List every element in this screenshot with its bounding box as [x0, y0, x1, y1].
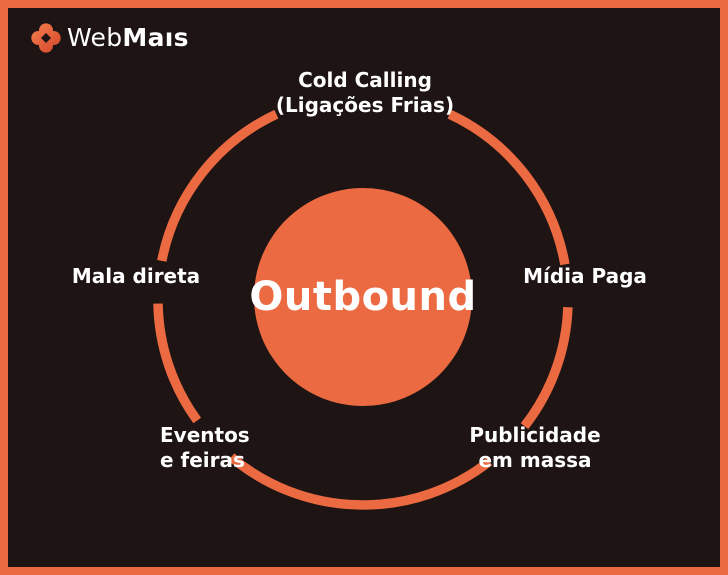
webmais-quatrefoil-icon-svg — [31, 23, 61, 53]
node-label-line: Publicidade — [469, 423, 601, 447]
node-label-line: Mídia Paga — [523, 264, 647, 288]
webmais-logo-text: WebMaıs — [67, 23, 189, 53]
node-label-mala-direta: Mala direta — [36, 264, 236, 289]
node-label-line: e feiras — [160, 448, 245, 472]
ring-arc-left-lower — [153, 303, 202, 424]
node-label-eventos-e-feiras: Eventos e feiras — [160, 423, 250, 473]
ring-arc-top-right — [447, 109, 570, 266]
ring-arc-right-lower — [520, 307, 573, 430]
outbound-center-node: Outbound — [249, 188, 476, 406]
ring-arc-top-left — [157, 109, 279, 262]
node-label-line: (Ligações Frias) — [275, 93, 455, 117]
node-label-line: em massa — [478, 448, 592, 472]
webmais-quatrefoil-icon — [31, 23, 61, 53]
node-label-line: Eventos — [160, 423, 250, 447]
webmais-logo: WebMaıs — [31, 23, 189, 53]
node-label-cold-calling: Cold Calling (Ligações Frias) — [215, 68, 515, 118]
node-label-publicidade-em-massa: Publicidade em massa — [435, 423, 635, 473]
ring-arc-bottom — [228, 453, 493, 510]
logo-brand-prefix: Web — [67, 23, 123, 52]
logo-brand-suffix: Maıs — [122, 23, 189, 52]
node-label-midia-paga: Mídia Paga — [485, 264, 685, 289]
node-label-line: Cold Calling — [298, 68, 432, 92]
center-label: Outbound — [249, 274, 477, 320]
node-label-line: Mala direta — [71, 264, 201, 288]
